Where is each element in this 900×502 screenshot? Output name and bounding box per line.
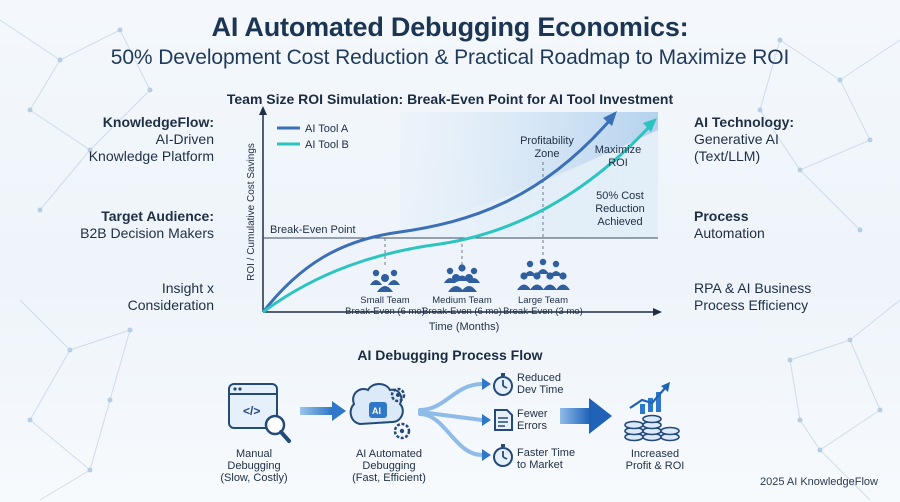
- benefit-fewer-errors: Fewer Errors: [517, 408, 548, 432]
- code-window-icon: </>: [228, 383, 278, 429]
- left-block-heading: Target Audience:: [101, 208, 214, 224]
- increased-profit-label: Increased Profit & ROI: [605, 448, 705, 472]
- right-block-line: (Text/LLM): [694, 148, 761, 164]
- benefit-line: Faster Time: [517, 447, 576, 459]
- left-block-line: Insight x: [161, 280, 214, 296]
- right-block-line: RPA & AI Business: [694, 280, 812, 296]
- series-arrow-ai-tool-b: [643, 118, 657, 132]
- flow-label-line: Debugging: [362, 460, 416, 472]
- break-even-label: Break-Even Point: [270, 224, 356, 236]
- document-icon: [494, 409, 513, 431]
- svg-text:</>: </>: [243, 404, 260, 418]
- benefit-line: Errors: [517, 420, 547, 432]
- stopwatch-icon: [493, 373, 513, 396]
- right-block-heading: Process: [694, 208, 749, 224]
- svg-text:AI: AI: [372, 406, 381, 416]
- flow-label-line: Profit & ROI: [625, 460, 685, 472]
- left-block-line: B2B Decision Makers: [80, 225, 214, 241]
- flow-label-line: AI Automated: [355, 448, 423, 460]
- benefit-line: to Market: [517, 459, 563, 471]
- footer-credit: 2025 AI KnowledgeFlow: [759, 476, 878, 488]
- series-arrow-ai-tool-a: [603, 111, 617, 126]
- right-block-rpa: RPA & AI Business Process Efficiency: [694, 280, 894, 314]
- x-axis-label: Time (Months): [429, 321, 500, 333]
- team-label-detail: Break-Even (6 mo): [345, 306, 425, 317]
- right-block-process: Process Automation: [694, 208, 894, 242]
- left-block-insight: Insight x Consideration: [14, 280, 214, 314]
- stopwatch-icon: [493, 444, 513, 467]
- arrow-manual-to-ai: [300, 401, 346, 421]
- left-block-line: Consideration: [127, 297, 214, 313]
- glow-band: [380, 130, 658, 238]
- right-block-line: Process Efficiency: [694, 297, 809, 313]
- benefit-line: Dev Time: [517, 384, 564, 396]
- left-block-knowledgeflow: KnowledgeFlow: AI-Driven Knowledge Platf…: [14, 114, 214, 165]
- left-block-heading: KnowledgeFlow:: [102, 114, 214, 130]
- right-block-ai-technology: AI Technology: Generative AI (Text/LLM): [694, 114, 894, 165]
- magnifier-icon: [264, 414, 291, 443]
- cost-label-line: Achieved: [597, 216, 642, 228]
- page-subtitle: 50% Development Cost Reduction & Practic…: [110, 46, 790, 69]
- team-label-name: Medium Team: [432, 295, 492, 306]
- benefit-reduced-dev-time: Reduced Dev Time: [517, 372, 563, 396]
- ai-debugging-label: AI Automated Debugging (Fast, Efficient): [334, 448, 444, 484]
- left-block-line: Knowledge Platform: [88, 148, 214, 164]
- zone-label-line: Zone: [534, 148, 559, 160]
- team-label-detail: Break-Even (3 mo): [503, 306, 583, 317]
- legend-label-ai-tool-a: AI Tool A: [305, 123, 349, 135]
- flow-label-line: Increased: [630, 448, 680, 460]
- benefit-line: Fewer: [517, 408, 548, 420]
- flow-title: AI Debugging Process Flow: [357, 347, 543, 363]
- medium-team-people-icon: [444, 264, 480, 292]
- small-team-people-icon: [370, 269, 400, 292]
- cost-label-line: 50% Cost: [596, 190, 644, 202]
- coin-stack-chart-icon: [624, 382, 680, 442]
- series-line-ai-tool-b: [262, 124, 652, 314]
- maximize-label-line: ROI: [608, 157, 628, 169]
- manual-debugging-label: Manual Debugging (Slow, Costly): [204, 448, 304, 484]
- y-axis-label: ROI / Cumulative Cost Savings: [246, 143, 257, 281]
- page-title: AI Automated Debugging Economics:: [211, 12, 689, 42]
- x-axis-arrow: [653, 308, 662, 316]
- large-team-people-icon: [517, 258, 570, 290]
- left-block-audience: Target Audience: B2B Decision Makers: [14, 208, 214, 242]
- flow-label-line: (Slow, Costly): [220, 472, 288, 484]
- y-axis-arrow: [259, 106, 267, 115]
- team-label-name: Large Team: [518, 295, 568, 306]
- flow-label-line: Manual: [235, 448, 273, 460]
- arrow-split-to-benefits: [418, 378, 491, 461]
- benefit-faster-time-to-market: Faster Time to Market: [517, 447, 575, 471]
- ai-brain-gears-icon: AI: [349, 383, 411, 440]
- team-label-name: Small Team: [360, 295, 410, 306]
- benefit-line: Reduced: [517, 372, 562, 384]
- left-block-line: AI-Driven: [155, 131, 214, 147]
- flow-label-line: Debugging: [227, 460, 281, 472]
- legend-label-ai-tool-b: AI Tool B: [305, 139, 349, 151]
- team-label-detail: Break-Even (6 mo): [422, 306, 502, 317]
- right-block-heading: AI Technology:: [694, 114, 795, 130]
- right-block-line: Automation: [694, 225, 765, 241]
- maximize-label-line: Maximize: [595, 144, 641, 156]
- right-block-line: Generative AI: [694, 131, 779, 147]
- flow-label-line: (Fast, Efficient): [352, 472, 426, 484]
- arrow-benefits-to-result: [560, 398, 612, 434]
- cost-label-line: Reduction: [595, 203, 645, 215]
- series-line-ai-tool-a: [261, 119, 612, 313]
- chart-title: Team Size ROI Simulation: Break-Even Poi…: [226, 91, 674, 107]
- zone-label-line: Profitability: [520, 135, 574, 147]
